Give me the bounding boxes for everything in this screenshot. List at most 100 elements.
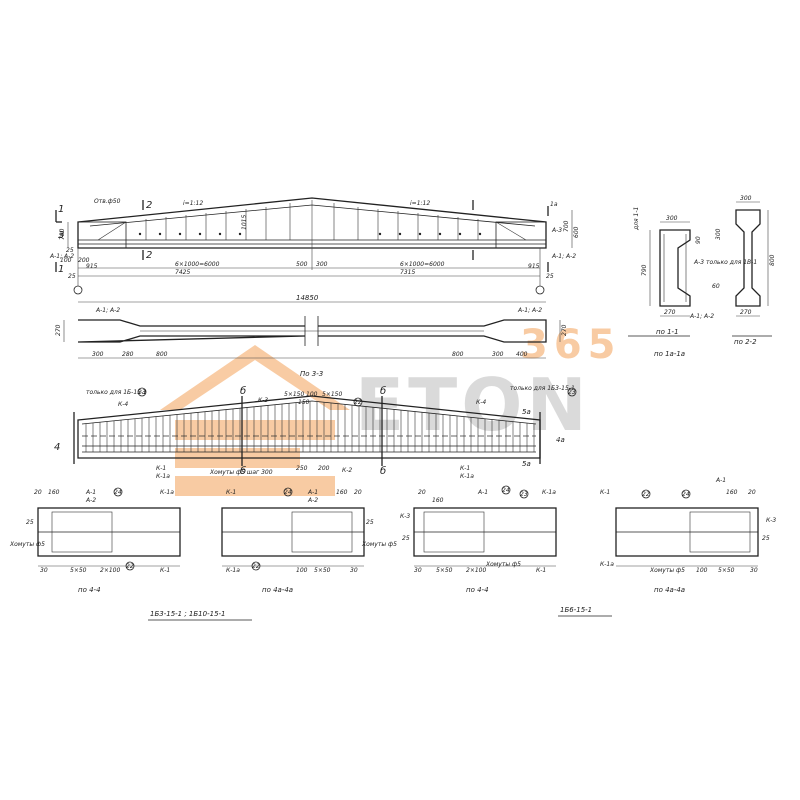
watermark-number: 365 [520, 322, 622, 368]
d1-d20: 20 [34, 489, 42, 496]
d1-n22: 22 [126, 563, 134, 570]
d2-clamp: Хомуты ф5 [361, 541, 397, 548]
d4-d20: 20 [748, 489, 756, 496]
d1-a2: А-2 [85, 497, 96, 504]
plan-d300-right: 300 [492, 351, 504, 358]
xs-d800: 800 [769, 254, 776, 266]
s33-sec-6bl: б [240, 465, 246, 477]
d4-d25: 25 [762, 535, 770, 542]
d4-dims2: 100 [696, 567, 708, 574]
plan-total: 14850 [296, 294, 319, 302]
d4-a3: К-3 [766, 517, 776, 524]
d2-n24: 24 [284, 489, 292, 496]
caption-right: 1Б6-15-1 [560, 606, 592, 614]
d1-d30: 30 [40, 567, 48, 574]
d4-a1: А-1 [715, 477, 726, 484]
detail-4: по 4а-4а Хомуты ф5 К-1 К-1а А-1 К-3 24 2… [600, 477, 776, 594]
d3-d25: 25 [402, 535, 410, 542]
xs-title-11: по 1-1 [656, 328, 679, 336]
elev-misc-100: 100 [60, 257, 72, 264]
d2-d20: 20 [354, 489, 362, 496]
elev-right-dim: 915 [528, 263, 540, 270]
plan-d800-left: 800 [156, 351, 168, 358]
xs-note-top: для 1-1 [633, 207, 640, 231]
plan-mark-left: А-1; А-2 [95, 307, 120, 314]
elev-sec-2-right: 2 [146, 250, 152, 261]
d1-n24: 24 [114, 489, 122, 496]
xs-d60: 60 [712, 283, 720, 290]
s33-sec-6l: б [240, 385, 246, 397]
s33-d250: 250 [296, 465, 308, 472]
s33-k1-right: К-1 [460, 465, 470, 472]
elev-height-end: 790 [59, 228, 66, 240]
d4-d30: 30 [750, 567, 758, 574]
s33-note-right-num: 23 [568, 389, 576, 396]
elev-left-half: 7425 [175, 269, 190, 276]
caption-left: 1Б3-15-1 ; 1Б10-15-1 [150, 610, 226, 618]
s33-k4-right: К-4 [476, 399, 486, 406]
d2-dims: 5×50 [314, 567, 331, 574]
cross-sections: по 1-1 по 1а-1а по 2-2 для 1-1 А-3 тольк… [628, 195, 776, 358]
d3-a1: А-1 [477, 489, 488, 496]
s33-sec-6br: б [380, 465, 386, 477]
xs-d300c: 300 [715, 228, 722, 240]
elev-left-dim: 915 [86, 263, 98, 270]
xs-mark: А-1; А-2 [689, 313, 714, 320]
elev-height-mid: 1015 [241, 215, 248, 230]
d2-a1: А-1 [307, 489, 318, 496]
s33-k4-left: К-4 [118, 401, 128, 408]
elev-center-left: 500 [296, 261, 308, 268]
d4-k1a: К-1а [600, 561, 614, 568]
elev-slope-left: i=1:12 [183, 200, 203, 207]
s33-d150: 150 [298, 399, 310, 406]
elev-sec-1-left: 1 [58, 204, 64, 215]
s33-k2: К-2 [342, 467, 352, 474]
d4-k1: К-1 [600, 489, 610, 496]
beam-elevation: Отв.ф50 i=1:12 i=1:12 6×1000=6000 6×1000… [49, 197, 580, 295]
d3-k1: К-1 [536, 567, 546, 574]
d4-title: по 4а-4а [654, 586, 685, 594]
d2-dims2: 100 [296, 567, 308, 574]
s33-note-left: только для 1Б-15-1 [86, 389, 147, 396]
plan-width-left: 270 [55, 324, 62, 336]
elev-misc-200: 200 [78, 257, 90, 264]
section-33: По 3-3 только для 1Б-15-1 только для 1Б3… [54, 370, 577, 480]
elev-end-dim: 25 [68, 273, 76, 280]
d2-a2: А-2 [307, 497, 318, 504]
d1-a1: А-1 [85, 489, 96, 496]
plan-d280-left: 280 [122, 351, 134, 358]
d3-d20: 20 [418, 489, 426, 496]
d2-k1: К-1 [226, 489, 236, 496]
d4-n24: 24 [682, 491, 690, 498]
elev-misc-25: 25 [66, 247, 74, 254]
d3-n22: 23 [520, 491, 528, 498]
d1-dims2: 2×100 [100, 567, 120, 574]
s33-sec-4: 4 [54, 442, 60, 453]
elev-sec-1-right: 1 [58, 264, 64, 275]
support-right-icon [535, 285, 545, 295]
d4-d160: 160 [726, 489, 738, 496]
detail-1: по 4-4 Хомуты ф5 К-1 К-1а А-1 А-2 24 22 … [9, 487, 181, 594]
d3-n24: 24 [502, 487, 510, 494]
plan-d800-right: 800 [452, 351, 464, 358]
elev-mark-left: А-1; А-2 [49, 253, 74, 260]
elev-dim-600: 600 [573, 226, 580, 238]
xs-d90: 90 [695, 236, 702, 244]
xs-d300: 300 [666, 215, 678, 222]
s33-sec-6r: б [380, 385, 386, 397]
xs-d300b: 300 [740, 195, 752, 202]
d3-dims2: 2×100 [466, 567, 486, 574]
s33-sec-5a-t: 5а [522, 408, 531, 416]
elev-dim-1a: 1а [550, 201, 558, 208]
elev-end-dim-right: 25 [546, 273, 554, 280]
d1-k1a: К-1а [160, 489, 174, 496]
s33-note-right: только для 1Б3-15-1 [510, 385, 575, 392]
elev-slope-right: i=1:12 [410, 200, 430, 207]
s33-clamp: Хомуты ф5 шаг 300 [209, 469, 273, 476]
d3-title: по 4-4 [466, 586, 489, 594]
d4-clamp: Хомуты ф5 [649, 567, 685, 574]
plan-d400-right: 400 [516, 351, 528, 358]
elev-center-right: 300 [316, 261, 328, 268]
d2-title: по 4а-4а [262, 586, 293, 594]
s33-d200: 200 [318, 465, 330, 472]
